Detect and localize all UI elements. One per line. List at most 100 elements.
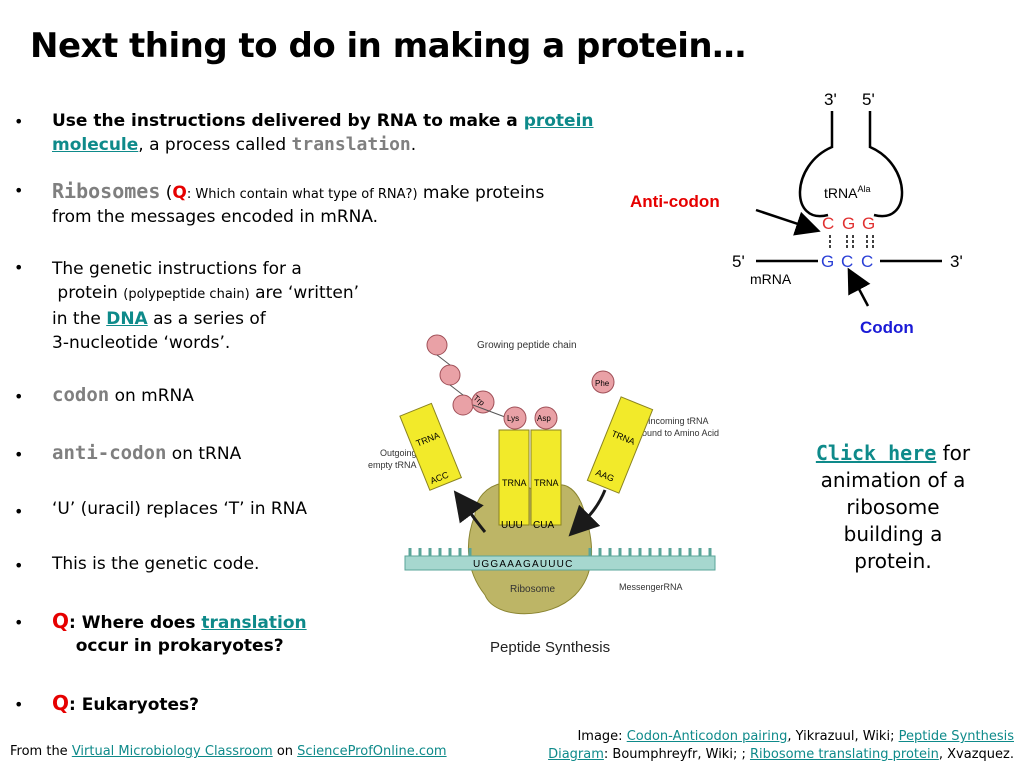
bullet-dot: •	[14, 445, 24, 464]
mrna-bases	[408, 548, 712, 556]
bullet-text: make proteins	[417, 183, 545, 203]
anticodon-base-2: G	[842, 214, 855, 233]
callout-text: for animation of a ribosome building a p…	[820, 441, 971, 573]
bullet-text: Use the instructions delivered by RNA to…	[52, 111, 524, 131]
protein-link[interactable]: protein	[523, 111, 594, 131]
bullet-text: .	[410, 135, 417, 155]
codon-term: codon	[52, 384, 110, 406]
bullet-text: are ‘written’	[249, 283, 359, 303]
amino-acid-circle	[426, 334, 448, 356]
footer-text: , Yikrazuul, Wiki;	[787, 729, 899, 744]
bullet-ribosomes: Ribosomes (Q: Which contain what type of…	[52, 180, 612, 229]
diagram-link[interactable]: Diagram	[548, 747, 604, 762]
virtual-microbiology-link[interactable]: Virtual Microbiology Classroom	[71, 744, 273, 759]
incoming-trna-label-2: bound to Amino Acid	[637, 428, 719, 438]
messenger-rna-label: MessengerRNA	[619, 582, 683, 592]
bullet-text: from the messages encoded in mRNA.	[52, 207, 379, 227]
codon-base-3: C	[861, 252, 873, 271]
codon-arrow	[847, 267, 871, 307]
anticodon-label: Anti-codon	[630, 192, 720, 211]
trna-strand-right	[868, 111, 904, 218]
ribosomes-term: Ribosomes	[52, 179, 161, 203]
mrna-sequence: UGGAAAGAUUUC	[473, 559, 574, 570]
bullet-translation: Use the instructions delivered by RNA to…	[52, 110, 622, 157]
question-marker: Q	[172, 183, 187, 203]
bullet-text: (	[160, 183, 173, 203]
anticodon-term: anti-codon	[52, 442, 167, 464]
page-title: Next thing to do in making a protein…	[30, 26, 746, 66]
footer-text: From the	[10, 744, 72, 759]
trna-text: TRNA	[534, 478, 559, 488]
footer-text: Image:	[577, 729, 627, 744]
bullet-dot: •	[14, 613, 24, 632]
bullet-dot: •	[14, 695, 24, 714]
amino-acid-circle	[452, 394, 474, 416]
footer-text: : Boumphreyfr, Wiki; ;	[603, 747, 750, 762]
trna-5prime-label: 5'	[862, 90, 875, 109]
bullet-text: 3-nucleotide ‘words’.	[52, 333, 231, 353]
growing-chain-label: Growing peptide chain	[477, 340, 577, 351]
trna-label: tRNAAla	[824, 184, 870, 201]
amino-acid-circle	[439, 364, 461, 386]
bullet-question-eukaryotes: Q: Eukaryotes?	[52, 692, 199, 717]
bullet-text: on tRNA	[166, 444, 242, 464]
label-arrows	[755, 208, 871, 307]
footer-image-credits: Image: Codon-Anticodon pairing, Yikrazuu…	[534, 728, 1014, 764]
mrna-3prime-label: 3'	[950, 252, 963, 271]
codon-anticodon-diagram: 3' 5' tRNAAla C G G 5' G C C 3' mRNA	[732, 90, 963, 287]
diagram-caption: Peptide Synthesis	[490, 639, 610, 656]
peptide-bond	[472, 404, 506, 418]
incoming-arrow	[568, 489, 607, 537]
codon-anticodon-link[interactable]: Codon-Anticodon pairing	[626, 729, 788, 744]
scienceprofonline-link[interactable]: ScienceProfOnline.com	[297, 744, 447, 759]
peptide-bond	[436, 354, 451, 366]
amino-acid-asp	[534, 406, 558, 430]
bullet-dot: •	[14, 387, 24, 406]
bullet-dot: •	[14, 112, 24, 131]
amino-acid-label: Asp	[537, 414, 551, 423]
mrna-strand	[404, 555, 716, 571]
outgoing-trna-label-2: empty tRNA	[368, 460, 417, 470]
bullet-dot: •	[14, 502, 24, 521]
bullet-dot: •	[14, 258, 24, 277]
translation-link[interactable]: translation	[201, 613, 307, 633]
bullet-dot: •	[14, 181, 24, 200]
peptide-bond	[449, 384, 464, 396]
mrna-label: mRNA	[750, 271, 792, 287]
active-trna-1	[498, 429, 530, 526]
bullet-text: occur in prokaryotes?	[75, 636, 284, 656]
bullet-dot: •	[14, 556, 24, 575]
bullet-question-prokaryotes: Q: Where does translation occur in proka…	[52, 610, 307, 658]
bullet-text: on mRNA	[109, 386, 194, 406]
trna-anticodon: CUA	[533, 520, 554, 531]
amino-acid-phe	[591, 370, 615, 394]
codon-label: Codon	[860, 318, 914, 337]
amino-acid-label: Phe	[595, 379, 610, 388]
incoming-trna: TRNA AAG	[586, 396, 654, 494]
active-trna-2	[530, 429, 562, 526]
codon-base-1: G	[821, 252, 834, 271]
molecule-link[interactable]: molecule	[52, 135, 139, 155]
trna-text: TRNA	[502, 478, 527, 488]
bullet-codon: codon on mRNA	[52, 384, 194, 408]
peptide-synthesis-link[interactable]: Peptide Synthesis	[898, 729, 1014, 744]
ribosome-translating-link[interactable]: Ribosome translating protein	[749, 747, 939, 762]
bullet-genetic-code: This is the genetic code.	[52, 554, 260, 574]
codon-base-2: C	[841, 252, 853, 271]
bullet-uracil: ‘U’ (uracil) replaces ‘T’ in RNA	[52, 499, 308, 519]
trna-3prime-label: 3'	[824, 90, 837, 109]
bullet-text: : Eukaryotes?	[69, 695, 200, 715]
anticodon-base-3: G	[862, 214, 875, 233]
bullet-text: : Where does	[69, 613, 202, 633]
peptide-synthesis-diagram: Trp Growing peptide chain Lys Asp Phe In…	[368, 334, 719, 656]
translation-term: translation	[291, 134, 411, 155]
outgoing-arrow	[453, 490, 487, 533]
bullet-text: as a series of	[147, 309, 266, 329]
amino-acid-lys	[503, 406, 527, 430]
dna-link[interactable]: DNA	[106, 309, 148, 329]
bullet-text: (polypeptide chain)	[123, 287, 250, 302]
click-here-link[interactable]: Click here	[815, 441, 937, 465]
outgoing-trna: TRNA ACC	[399, 402, 463, 491]
incoming-trna-label: Incoming tRNA	[648, 416, 709, 426]
footer-source: From the Virtual Microbiology Classroom …	[10, 744, 447, 759]
